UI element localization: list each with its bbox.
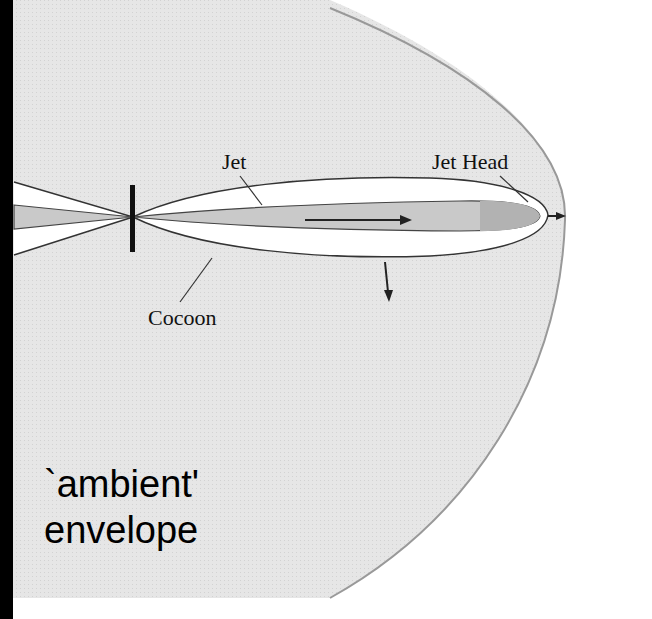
- leader-line: [500, 176, 528, 202]
- jet-arrowhead: [400, 215, 412, 225]
- region-label: `ambient' envelope: [44, 462, 244, 553]
- cocoon-arrowhead: [384, 290, 393, 302]
- counter-cocoon-outline: [14, 182, 133, 255]
- jet-arrow: [305, 219, 402, 221]
- counter-jet: [14, 205, 133, 229]
- head-arrowhead: [556, 212, 566, 220]
- cocoon-outline: [133, 177, 548, 256]
- leader-line: [180, 258, 212, 302]
- left-strip: [0, 0, 13, 619]
- envelope-edge: [330, 8, 565, 598]
- part-label: Cocoon: [148, 306, 216, 330]
- jet-body: [133, 201, 540, 231]
- cocoon-arrow: [385, 262, 388, 292]
- part-label: Jet Head: [432, 150, 508, 174]
- central-bar: [130, 185, 135, 252]
- counter-cocoon: [14, 182, 133, 255]
- leader-line: [240, 176, 262, 205]
- ambient-envelope-region: [13, 0, 565, 598]
- jet-head-shade: [480, 201, 540, 231]
- part-label: Jet: [222, 150, 246, 174]
